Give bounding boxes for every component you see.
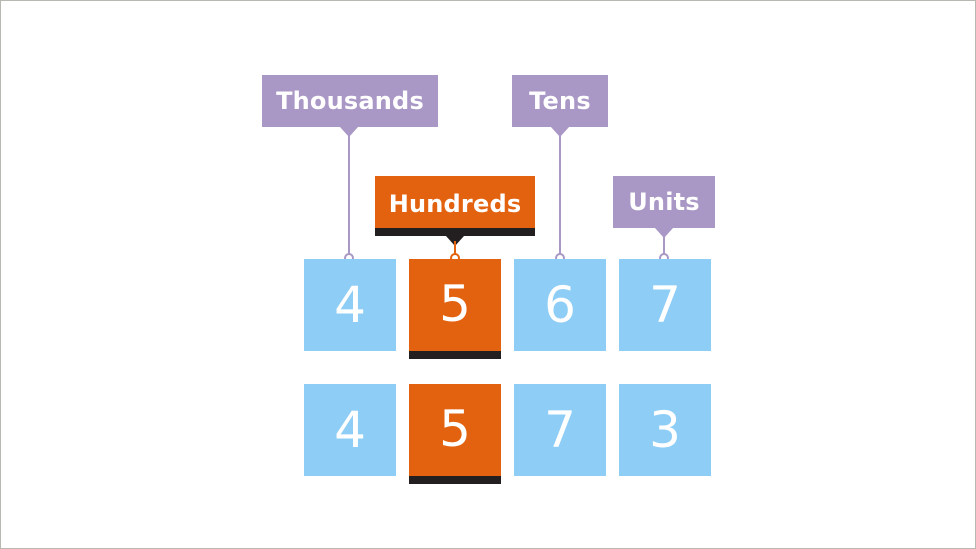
row2-hundreds-digit: 5 — [409, 384, 501, 484]
row2-thousands-digit: 4 — [304, 384, 396, 476]
tens-connector — [559, 133, 561, 254]
thousands-label: Thousands — [262, 75, 438, 127]
tens-pointer — [551, 127, 569, 137]
units-label: Units — [613, 176, 715, 228]
units-connector — [663, 234, 665, 254]
thousands-connector — [348, 133, 350, 254]
row1-tens-digit: 6 — [514, 259, 606, 351]
tens-label: Tens — [512, 75, 608, 127]
hundreds-connector — [454, 241, 456, 254]
row1-units-digit: 7 — [619, 259, 711, 351]
row1-hundreds-digit: 5 — [409, 259, 501, 359]
row2-units-digit: 3 — [619, 384, 711, 476]
hundreds-label: Hundreds — [375, 176, 535, 236]
row1-thousands-digit: 4 — [304, 259, 396, 351]
row2-tens-digit: 7 — [514, 384, 606, 476]
thousands-pointer — [340, 127, 358, 137]
units-pointer — [655, 228, 673, 238]
